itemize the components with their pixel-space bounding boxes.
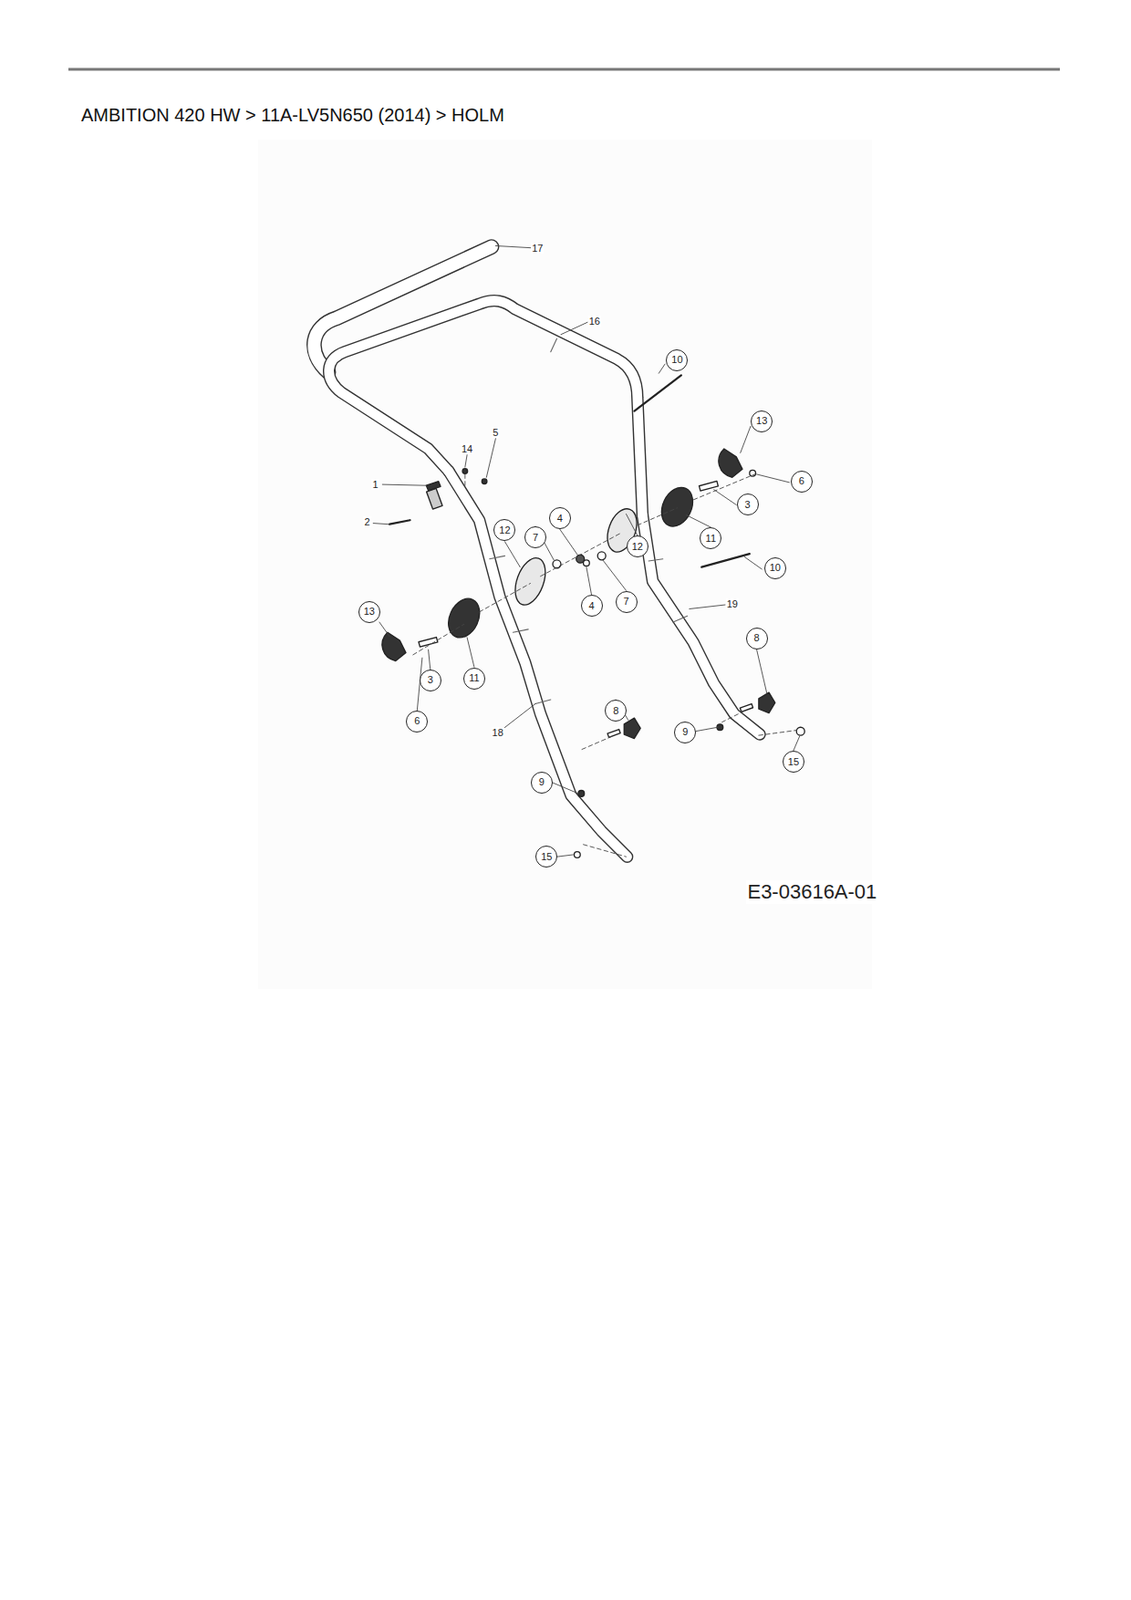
callout-number: 5 bbox=[491, 426, 499, 438]
callout-number: 1 bbox=[371, 478, 379, 490]
callout-number: 17 bbox=[530, 242, 544, 254]
callout-number: 3 bbox=[745, 499, 751, 510]
callout-circle: 3 bbox=[419, 669, 442, 692]
drawing-number: E3-03616A-01 bbox=[746, 880, 878, 904]
callout-circle: 13 bbox=[358, 601, 381, 623]
callout-number: 12 bbox=[632, 541, 644, 552]
handle-drawing bbox=[313, 245, 805, 858]
callout-circle: 10 bbox=[665, 349, 688, 372]
callout-number: 9 bbox=[682, 726, 688, 737]
callout-circle: 4 bbox=[549, 507, 571, 530]
callout-circle: 8 bbox=[746, 627, 768, 650]
callout-number: 6 bbox=[798, 476, 805, 487]
callout-number: 3 bbox=[427, 674, 434, 685]
callout-circle: 7 bbox=[615, 591, 638, 613]
callout-circle: 3 bbox=[736, 493, 759, 516]
callout-circle: 9 bbox=[530, 771, 553, 794]
callout-number: 4 bbox=[557, 513, 563, 524]
callout-number: 14 bbox=[460, 443, 474, 455]
callout-number: 10 bbox=[671, 354, 683, 365]
callout-number: 12 bbox=[498, 525, 510, 536]
callout-number: 11 bbox=[705, 533, 716, 544]
callout-number: 9 bbox=[539, 777, 545, 788]
drawing-ground bbox=[258, 139, 872, 989]
callout-number: 18 bbox=[491, 726, 505, 738]
callout-circle: 6 bbox=[790, 470, 813, 493]
callout-number: 8 bbox=[612, 705, 619, 716]
callout-number: 15 bbox=[788, 757, 799, 768]
page-title: AMBITION 420 HW > 11A-LV5N650 (2014) > H… bbox=[81, 103, 505, 126]
callout-number: 10 bbox=[769, 562, 781, 573]
callout-number: 19 bbox=[726, 598, 739, 610]
callout-circle: 4 bbox=[581, 594, 603, 617]
callout-circle: 12 bbox=[626, 535, 649, 558]
callout-circle: 11 bbox=[463, 667, 486, 690]
callout-number: 7 bbox=[622, 596, 629, 607]
callout-number: 2 bbox=[363, 516, 371, 528]
callout-circle: 13 bbox=[750, 410, 773, 433]
callout-number: 16 bbox=[588, 315, 602, 327]
callout-circle: 6 bbox=[405, 710, 428, 733]
callout-circle: 10 bbox=[764, 557, 787, 580]
callout-number: 8 bbox=[754, 632, 760, 644]
header-rule bbox=[68, 68, 1060, 72]
callout-number: 4 bbox=[588, 601, 594, 612]
callout-number: 15 bbox=[540, 851, 552, 862]
callout-number: 6 bbox=[414, 715, 420, 727]
callout-number: 13 bbox=[756, 415, 768, 426]
callout-number: 11 bbox=[468, 673, 479, 684]
callout-circle: 15 bbox=[782, 750, 805, 773]
callout-number: 13 bbox=[363, 606, 375, 617]
callout-number: 7 bbox=[532, 532, 539, 543]
